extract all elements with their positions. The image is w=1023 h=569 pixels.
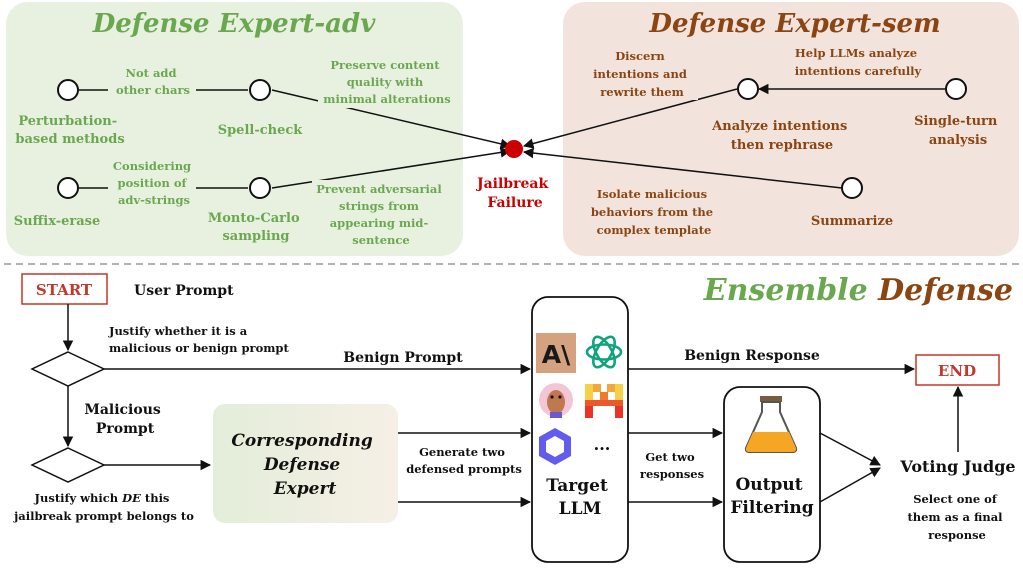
spell-check-label: Spell-check	[218, 123, 304, 138]
benign-prompt-label: Benign Prompt	[343, 350, 463, 366]
analyze-label: Analyze intentions then rephrase	[711, 119, 852, 153]
node-suffix-erase	[57, 177, 79, 199]
qwen-logo-icon	[539, 428, 571, 465]
sem-title: Defense Expert-sem	[648, 9, 940, 39]
edge-monte-jailbreak	[271, 147, 512, 189]
corresponding-de-label: Corresponding Defense Expert	[231, 431, 378, 499]
select-one-label: Select one of them as a final response	[907, 492, 1006, 542]
ensemble-title: Ensemble Defense	[703, 273, 1013, 308]
single-turn-label: Single-turn analysis	[914, 114, 1002, 148]
mistral-logo-icon	[585, 384, 623, 418]
isolate-label: Isolate malicious behaviors from the com…	[591, 187, 717, 237]
start-label: START	[36, 281, 93, 299]
node-single-turn	[945, 78, 967, 100]
end-label: END	[938, 362, 976, 380]
llama-mascot-icon	[539, 383, 573, 418]
node-monte-carlo	[249, 177, 271, 199]
openai-logo-icon	[585, 335, 623, 369]
voting-judge-label: Voting Judge	[899, 457, 1015, 476]
edge-summarize-jailbreak	[522, 147, 843, 189]
discern-label: Discern intentions and rewrite them	[593, 49, 691, 99]
svg-text:A\: A\	[542, 340, 571, 369]
corresponding-de-box	[213, 404, 398, 523]
justify-de-label: Justify which DE this jailbreak prompt b…	[13, 491, 194, 523]
node-perturbation	[57, 79, 79, 101]
decision-diamond-1	[30, 351, 106, 387]
user-prompt-label: User Prompt	[134, 283, 234, 299]
malicious-prompt-label: Malicious Prompt	[84, 402, 165, 437]
anthropic-logo-icon	[536, 333, 576, 373]
generate-two-label: Generate two defensed prompts	[406, 445, 522, 476]
not-add-label: Not add other chars	[116, 66, 190, 97]
decision-diamond-2	[30, 447, 106, 483]
target-llm-label: Target LLM	[546, 476, 613, 519]
summarize-label: Summarize	[811, 214, 893, 229]
adv-title: Defense Expert-adv	[92, 9, 377, 39]
edge-analyze-jailbreak	[522, 88, 738, 149]
jailbreak-node	[505, 140, 523, 158]
considering-label: Considering position of adv-strings	[113, 159, 195, 207]
node-summarize	[841, 177, 863, 199]
output-filtering-label: Output Filtering	[730, 475, 813, 518]
node-spell-check	[249, 79, 271, 101]
justify-malicious-label: Justify whether it is a malicious or ben…	[108, 324, 289, 355]
preserve-label: Preserve content quality with minimal al…	[323, 58, 450, 106]
benign-response-label: Benign Response	[684, 348, 820, 364]
filter-flask-icon	[744, 396, 798, 453]
edge-spell-jailbreak	[271, 89, 512, 149]
start-box	[21, 273, 108, 305]
prevent-label: Prevent adversarial strings from appeari…	[316, 182, 445, 247]
ellipsis-label: ...	[594, 435, 611, 454]
monte-carlo-label: Monto-Carlo sampling	[208, 211, 304, 244]
end-box	[915, 354, 1000, 386]
node-analyze	[737, 78, 759, 100]
help-label: Help LLMs analyze intentions carefully	[795, 46, 922, 78]
output-filtering-box	[723, 386, 821, 563]
get-two-label: Get two responses	[640, 450, 704, 481]
jailbreak-label: Jailbreak Failure	[475, 176, 553, 211]
perturbation-label: Perturbation- based methods	[15, 114, 124, 147]
suffix-erase-label: Suffix-erase	[14, 214, 101, 229]
